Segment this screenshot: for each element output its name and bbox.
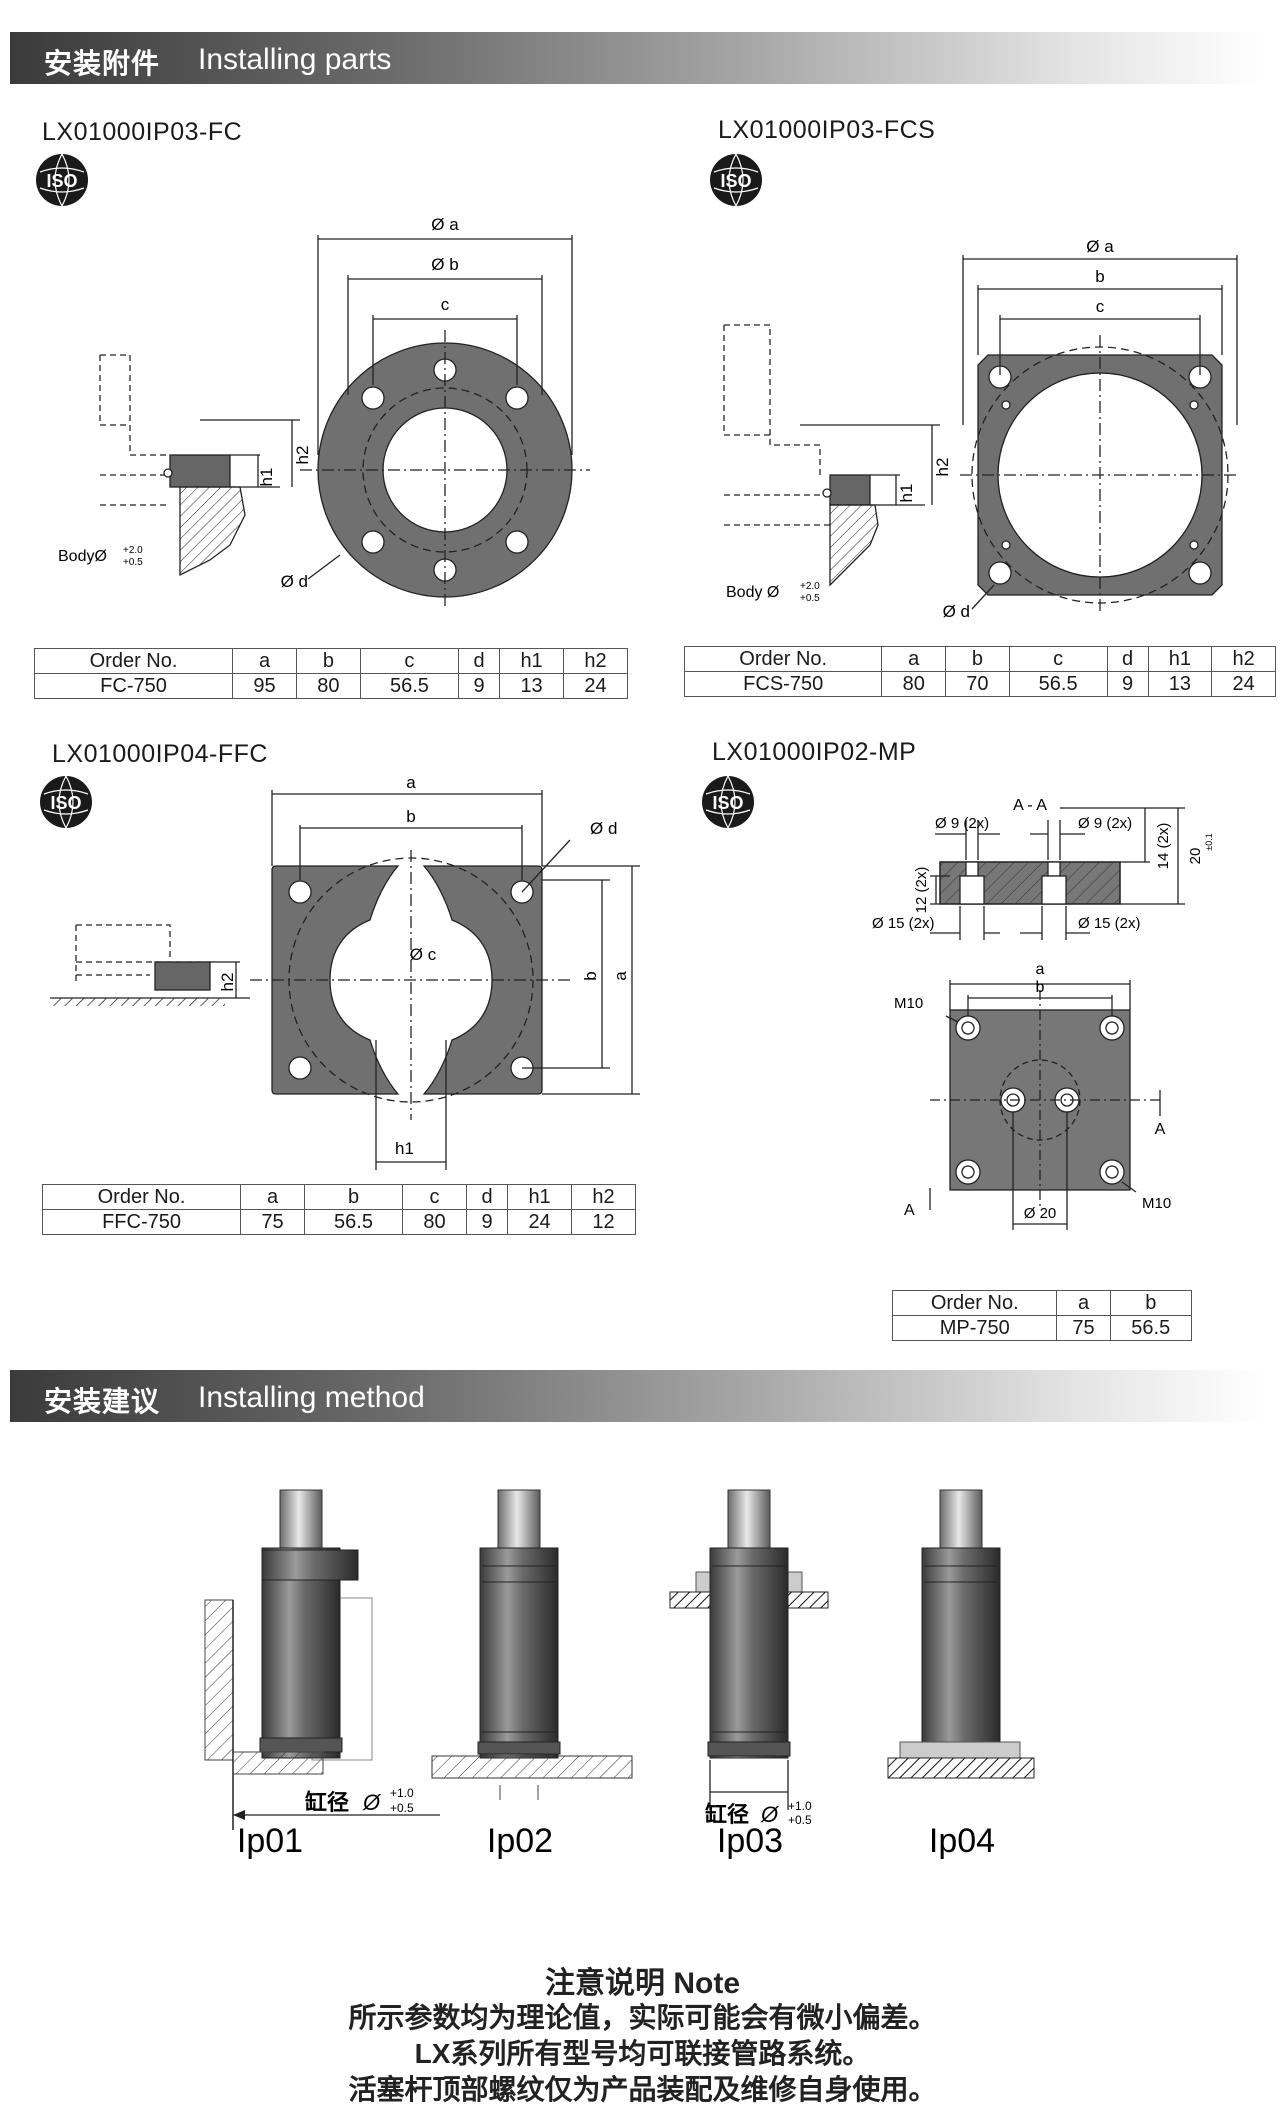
ip03-bore-label: 缸径 — [705, 1802, 749, 1827]
iso-icon: ISO — [40, 775, 92, 829]
ip03-bore-tol-dn: +0.5 — [788, 1813, 812, 1827]
mp-section-marker-left: A — [904, 1202, 915, 1219]
banner-title-en: Installing parts — [198, 43, 392, 76]
ip01-bore-tol-up: +1.0 — [390, 1786, 414, 1800]
ip02-label: Ip02 — [487, 1822, 553, 1860]
mp-h14-label: 14 (2x) — [1155, 823, 1172, 870]
mp-m10-top-label: M10 — [894, 995, 923, 1012]
table-row: MP-750 75 56.5 — [891, 1315, 1193, 1341]
fcs-tol-up: +2.0 — [800, 581, 820, 592]
mp-o9-right-label: Ø 9 (2x) — [1078, 815, 1132, 832]
note-line-3: 活塞杆顶部螺纹仅为产品装配及维修自身使用。 — [348, 2074, 937, 2105]
ip02-illustration — [431, 1489, 633, 1800]
ip01-bore-label: 缸径 — [305, 1790, 349, 1815]
fc-tol-up: +2.0 — [123, 545, 143, 556]
mp-h20-tol: ±0.1 — [1204, 833, 1214, 850]
svg-text:ISO: ISO — [720, 171, 751, 191]
mp-a-label: a — [1036, 961, 1045, 978]
fc-h1-label: h1 — [257, 468, 276, 487]
mp-m10-bottom-label: M10 — [1142, 1195, 1171, 1212]
banner-title-cn: 安装附件 — [44, 48, 161, 79]
ffc-b-top-label: b — [406, 807, 415, 826]
ffc-oc-label: Ø c — [410, 945, 437, 964]
fc-d-label: Ø d — [281, 572, 308, 591]
ffc-model-title: LX01000IP04-FFC — [52, 740, 268, 768]
ip04-label: Ip04 — [929, 1822, 995, 1860]
fcs-model-title: LX01000IP03-FCS — [718, 116, 936, 144]
fc-oa-label: Ø a — [431, 215, 459, 234]
mp-o9-left-label: Ø 9 (2x) — [935, 815, 989, 832]
svg-text:ISO: ISO — [712, 793, 743, 813]
installing-method-drawing: Ip01 缸径 Ø +1.0 +0.5 Ip02 Ip03 缸径 Ø +1.0 … — [204, 1489, 1035, 1860]
installing-method-banner: 安装建议 Installing method — [10, 1370, 1265, 1422]
mp-spec-table: Order No. a b MP-750 75 56.5 — [891, 1290, 1193, 1341]
fcs-c-label: c — [1096, 297, 1105, 316]
note-line-1: 所示参数均为理论值，实际可能会有微小偏差。 — [348, 2002, 937, 2033]
mp-model-title: LX01000IP02-MP — [712, 738, 917, 766]
ffc-d-label: Ø d — [590, 819, 617, 838]
mp-section-marker-right: A — [1155, 1121, 1166, 1138]
ffc-h1-label: h1 — [395, 1139, 414, 1158]
fc-h2-label: h2 — [293, 446, 312, 465]
mp-o15-right-label: Ø 15 (2x) — [1078, 915, 1141, 932]
ip01-label: Ip01 — [237, 1822, 303, 1860]
iso-icon: ISO — [702, 775, 754, 829]
fcs-tol-dn: +0.5 — [800, 593, 820, 604]
fc-model-title: LX01000IP03-FC — [42, 118, 243, 146]
fc-ob-label: Ø b — [431, 255, 458, 274]
fcs-b-label: b — [1095, 267, 1104, 286]
fc-drawing: h1 h2 BodyØ +2.0 +0.5 Ø a Ø b c Ø d — [58, 215, 590, 610]
fcs-h2-label: h2 — [933, 458, 952, 477]
ip03-illustration — [669, 1489, 829, 1810]
fcs-oa-label: Ø a — [1086, 237, 1114, 256]
iso-label: ISO — [46, 171, 77, 191]
mp-b-label: b — [1036, 979, 1045, 996]
ip03-bore-tol-up: +1.0 — [788, 1799, 812, 1813]
ffc-h2-label: h2 — [218, 973, 237, 992]
table-row: Order No. a b — [891, 1290, 1193, 1316]
svg-text:ISO: ISO — [50, 793, 81, 813]
ip03-label: Ip03 — [717, 1822, 783, 1860]
banner-title-cn: 安装建议 — [44, 1386, 161, 1417]
banner-title-en: Installing method — [198, 1381, 425, 1414]
fcs-h1-label: h1 — [897, 484, 916, 503]
ffc-b-side-label: b — [581, 971, 600, 980]
fc-body-label: BodyØ — [58, 548, 107, 565]
fcs-d-label: Ø d — [943, 602, 970, 621]
fc-tol-dn: +0.5 — [123, 557, 143, 568]
installing-parts-banner: 安装附件 Installing parts — [10, 32, 1265, 84]
mp-section-label: A - A — [1013, 797, 1047, 814]
mp-drawing: A - A Ø 9 (2x) Ø 9 (2x) 14 (2x) 20 ±0.1 … — [872, 797, 1214, 1230]
iso-icon: ISO — [36, 153, 88, 207]
ffc-a-side-label: a — [611, 971, 630, 981]
fcs-body-label: Body Ø — [726, 584, 779, 601]
ip04-illustration — [887, 1489, 1035, 1779]
mp-o15-left-label: Ø 15 (2x) — [872, 915, 935, 932]
ffc-drawing: h2 a b Ø d Ø c b a h1 — [50, 773, 640, 1170]
fcs-drawing: h1 h2 Body Ø +2.0 +0.5 Ø a b c Ø d — [723, 237, 1240, 621]
fc-c-label: c — [441, 295, 450, 314]
mp-o20-label: Ø 20 — [1024, 1205, 1057, 1222]
ip01-bore-tol-dn: +0.5 — [390, 1801, 414, 1815]
svg-text:Ø: Ø — [760, 1802, 780, 1827]
mp-h20-label: 20 — [1187, 848, 1204, 865]
ffc-a-top-label: a — [406, 773, 416, 792]
iso-icon: ISO — [710, 153, 762, 207]
note-title: 注意说明 Note — [545, 1967, 740, 2000]
ip01-illustration — [204, 1489, 440, 1830]
note-line-2: LX系列所有型号均可联接管路系统。 — [414, 2038, 871, 2069]
svg-text:Ø: Ø — [362, 1790, 382, 1815]
mp-h12-label: 12 (2x) — [913, 867, 930, 914]
